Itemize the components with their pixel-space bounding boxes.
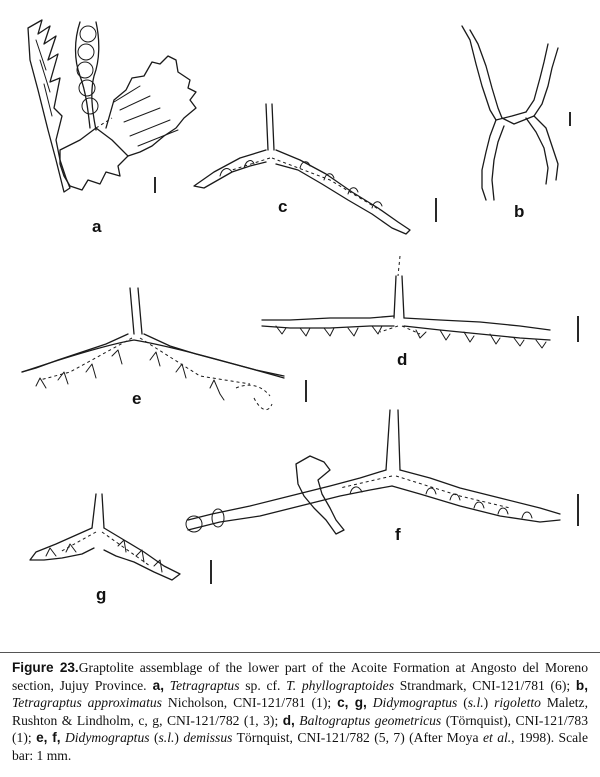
caption-segment: ( <box>457 695 468 711</box>
caption-segment: demissus <box>183 730 233 746</box>
specimen-e-drawing <box>21 287 285 411</box>
caption-title: Graptolite assemblage of the lower part … <box>12 660 589 693</box>
caption-segment: Strandmark, CNI-121/781 (6); <box>394 677 576 693</box>
caption-segment: s.l. <box>158 730 175 746</box>
panel-label-d: d <box>397 350 407 369</box>
caption-segment: e, f, <box>36 730 61 746</box>
panel-label-a: a <box>92 217 102 236</box>
panel-label-g: g <box>96 585 106 604</box>
specimen-d-drawing <box>261 255 551 349</box>
figure-plate: a b c e <box>21 19 579 604</box>
caption-segment: (Törnquist), CNI-121/783 (1); <box>12 712 588 746</box>
caption-segment: b, <box>575 677 588 693</box>
caption-segment: Baltograptus geometricus <box>294 712 442 728</box>
caption-body: a, Tetragraptus sp. cf. T. phyllograptoi… <box>12 678 588 763</box>
panel-label-f: f <box>395 525 401 544</box>
panel-label-b: b <box>514 202 524 221</box>
caption-segment: Tetragraptus approximatus <box>12 695 162 711</box>
figure-number: Figure 23. <box>12 660 79 675</box>
caption-segment: ) <box>174 730 184 746</box>
caption-segment: s.l. <box>467 695 484 711</box>
caption-segment: T. phyllograptoides <box>286 677 394 693</box>
caption-segment: sp. cf. <box>239 677 287 693</box>
caption-segment: Tetragraptus <box>164 677 240 693</box>
caption-segment: , 1998). Scale bar: 1 mm. <box>12 730 588 763</box>
panel-label-e: e <box>132 389 141 408</box>
caption-segment: Törnquist, CNI-121/782 (5, 7) (After Moy… <box>232 730 483 746</box>
caption-segment: et al. <box>482 730 512 746</box>
specimen-c-drawing <box>193 103 411 235</box>
caption-segment: Didymograptus <box>366 695 458 711</box>
caption-segment: rigoletto <box>494 695 541 711</box>
caption-segment: c, g, <box>337 695 367 711</box>
specimen-f-drawing <box>185 409 561 535</box>
caption-segment: ) <box>483 695 495 711</box>
caption-segment: a, <box>146 677 165 693</box>
caption-segment: Nicholson, CNI-121/781 (1); <box>161 695 338 711</box>
specimen-g-drawing <box>29 493 181 581</box>
caption-segment: Didymograptus <box>60 730 150 746</box>
specimen-a-drawing <box>27 19 197 193</box>
specimen-b-drawing <box>461 25 559 201</box>
caption-segment: ( <box>149 730 159 746</box>
panel-label-c: c <box>278 197 287 216</box>
figure-caption: Figure 23.Graptolite assemblage of the l… <box>0 652 600 777</box>
caption-segment: d, <box>282 712 295 728</box>
caption-segment: Maletz, Rushton & Lindholm, c, g, CNI-12… <box>12 695 588 728</box>
